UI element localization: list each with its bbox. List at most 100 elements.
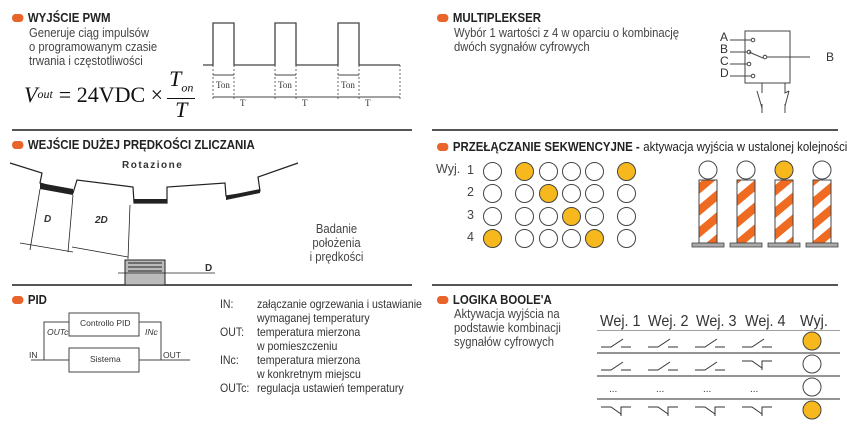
bool-column-header: Wej. 4: [745, 313, 786, 330]
t-label: T: [365, 98, 371, 108]
lamp-off: [802, 354, 822, 374]
no-contact-icon: [695, 338, 725, 348]
warning-post: [729, 160, 763, 248]
t-label: T: [302, 98, 308, 108]
lamp-off: [515, 184, 534, 203]
lamp-off: [539, 229, 558, 248]
pwm-title: WYJŚCIE PWM: [12, 10, 110, 25]
desc-line: podstawie kombinacji: [454, 321, 561, 335]
legend-text: załączanie ogrzewania i ustawianie: [256, 297, 422, 311]
lamp-off: [617, 229, 636, 248]
pid-title-text: PID: [27, 292, 47, 307]
lamp-off: [539, 162, 558, 181]
pid-outc-label: OUTc: [47, 327, 69, 337]
no-contact-icon: [742, 338, 772, 348]
lamp-on: [562, 207, 581, 226]
no-contact-icon: [648, 361, 678, 371]
bullet-icon: [12, 13, 24, 22]
formula-lhs: V: [24, 81, 38, 107]
bullet-icon: [12, 140, 24, 149]
2d-label: 2D: [95, 215, 108, 226]
lamp-off: [617, 207, 636, 226]
legend-text: regulacja ustawień temperatury: [256, 381, 404, 395]
no-contact-icon: [648, 338, 678, 348]
warning-post: [805, 160, 839, 248]
lamp-off: [562, 184, 581, 203]
system-block: Sistema: [90, 354, 121, 364]
seq-row-number: 4: [467, 230, 474, 244]
lamp-off: [483, 162, 502, 181]
legend-text: temperatura mierzona: [256, 325, 361, 339]
mux-input-label: C: [720, 54, 729, 68]
pid-out-label: OUT: [163, 350, 181, 360]
pid-title: PID: [12, 292, 47, 307]
lamp-off: [562, 229, 581, 248]
nc-contact-icon: [742, 406, 772, 416]
seq-title-text: PRZEŁĄCZANIE SEKWENCYJNE -: [452, 139, 640, 154]
legend-key: OUT:: [220, 325, 245, 339]
desc-line: Badanie położenia: [312, 222, 361, 250]
nc-contact-icon: [695, 406, 725, 416]
bool-row: [597, 354, 840, 377]
formula-den: T: [175, 97, 188, 123]
bool-column-header: Wyj.: [800, 313, 828, 330]
lamp-off: [585, 184, 604, 203]
lamp-on: [802, 400, 822, 420]
seq-title: PRZEŁĄCZANIE SEKWENCYJNE -aktywacja wyjś…: [437, 139, 847, 154]
lamp-on: [483, 229, 502, 248]
mux-title-text: MULTIPLEKSER: [452, 10, 541, 25]
lamp-off: [515, 229, 534, 248]
bool-row: ............: [597, 377, 840, 400]
desc-line: trwania i częstotliwości: [29, 54, 143, 68]
controller-block: Controllo PID: [80, 318, 131, 328]
legend-text: wymaganej temperatury: [256, 311, 370, 325]
bool-column-header: Wej. 3: [696, 313, 737, 330]
no-contact-icon: [695, 361, 725, 371]
mux-input-label: D: [720, 66, 729, 80]
desc-line: sygnałów cyfrowych: [454, 335, 555, 349]
lamp-on: [617, 162, 636, 181]
formula-num: T: [169, 66, 182, 91]
bullet-icon: [437, 13, 449, 22]
desc-line: dwóch sygnałów cyfrowych: [454, 40, 590, 54]
mux-input-label: B: [720, 42, 729, 56]
seq-row-number: 1: [467, 163, 474, 177]
warning-post: [767, 160, 801, 248]
divider: [432, 129, 838, 131]
nc-contact-icon: [601, 406, 631, 416]
pid-diagram: [31, 312, 190, 373]
bool-column-header: Wej. 2: [648, 313, 689, 330]
bool-ellipsis: ...: [703, 384, 711, 395]
warning-posts: [691, 160, 839, 248]
lamp-off: [539, 207, 558, 226]
lamp-off: [585, 162, 604, 181]
bool-table: ............: [597, 330, 840, 420]
bullet-icon: [12, 295, 24, 304]
bool-title-text: LOGIKA BOOLE'A: [452, 292, 552, 307]
t-label: T: [240, 98, 246, 108]
counter-title-text: WEJŚCIE DUŻEJ PRĘDKOŚCI ZLICZANIA: [27, 137, 255, 152]
pid-in-label: IN: [29, 350, 38, 360]
ton-label: Ton: [341, 80, 355, 90]
lamp-off: [585, 207, 604, 226]
desc-line: Generuje ciąg impulsów: [29, 26, 150, 40]
bool-title: LOGIKA BOOLE'A: [437, 292, 552, 307]
divider: [12, 129, 412, 131]
ton-label: Ton: [216, 80, 230, 90]
legend-text: temperatura mierzona: [256, 353, 361, 367]
seq-row-number: 3: [467, 208, 474, 222]
desc-line: Wybór 1 wartości z 4 w oparciu o kombina…: [454, 26, 679, 40]
bool-row: [597, 331, 840, 354]
bool-column-header: Wej. 1: [600, 313, 641, 330]
no-contact-icon: [601, 361, 631, 371]
lamp-off: [802, 377, 822, 397]
rotation-label: Rotazione: [122, 160, 184, 171]
divider: [432, 284, 838, 286]
desc-line: Aktywacja wyjścia na: [454, 307, 560, 321]
lamp-off: [483, 184, 502, 203]
legend-text: w konkretnym miejscu: [256, 367, 361, 381]
lamp-on: [802, 331, 822, 351]
